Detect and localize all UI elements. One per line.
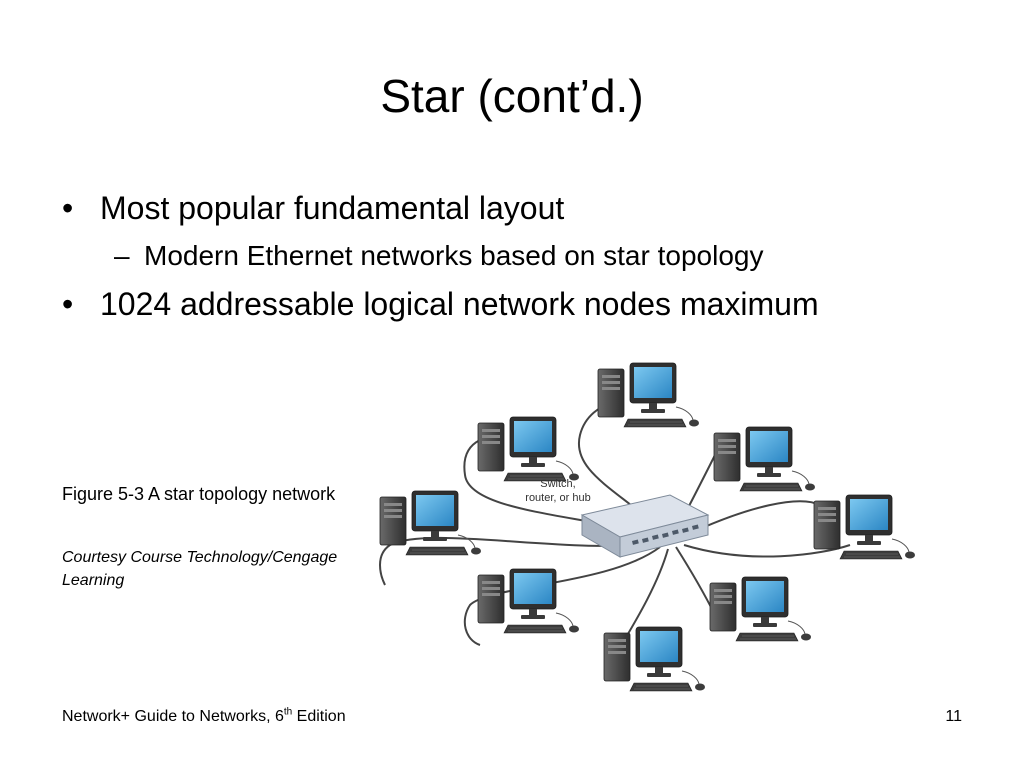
- workstation-upper-right: [713, 426, 816, 492]
- bullet-marker: •: [62, 286, 74, 322]
- workstation-top: [597, 362, 700, 428]
- network-switch: [580, 494, 710, 558]
- bullet-text: Most popular fundamental layout: [100, 190, 565, 226]
- sub-bullet-text: Modern Ethernet networks based on star t…: [144, 240, 764, 271]
- sub-bullet-item-1: – Modern Ethernet networks based on star…: [62, 236, 982, 276]
- workstation-right: [813, 494, 916, 560]
- page-number: 11: [945, 708, 962, 725]
- footer-title-sup: th: [283, 706, 293, 718]
- workstation-lower-left: [477, 568, 580, 634]
- bullet-text: 1024 addressable logical network nodes m…: [100, 286, 819, 322]
- switch-label-line-2: router, or hub: [525, 492, 590, 504]
- bullet-item-1: • Most popular fundamental layout: [62, 186, 982, 230]
- footer-title-end: Edition: [292, 708, 346, 725]
- switch-label-line-1: Switch,: [540, 478, 575, 490]
- star-topology-diagram: Switch, router, or hub: [379, 362, 916, 692]
- workstation-lower-right: [709, 576, 812, 642]
- bullet-item-2: • 1024 addressable logical network nodes…: [62, 282, 982, 326]
- footer-book-title: Network+ Guide to Networks, 6th Edition: [62, 706, 346, 728]
- bullet-list: • Most popular fundamental layout – Mode…: [62, 186, 982, 326]
- figure-credit: Courtesy Course Technology/Cengage Learn…: [62, 549, 338, 589]
- figure-caption: Figure 5-3 A star topology network: [62, 484, 336, 504]
- bullet-marker: •: [62, 190, 74, 226]
- slide-title: Star (cont’d.): [380, 70, 644, 122]
- footer-title-main: Network+ Guide to Networks, 6: [62, 708, 284, 725]
- workstation-upper-left: [477, 416, 580, 482]
- cable-to-pc-lower-right: [675, 546, 716, 616]
- workstation-left: [379, 490, 482, 556]
- workstation-bottom: [603, 626, 706, 692]
- sub-bullet-marker: –: [114, 240, 130, 271]
